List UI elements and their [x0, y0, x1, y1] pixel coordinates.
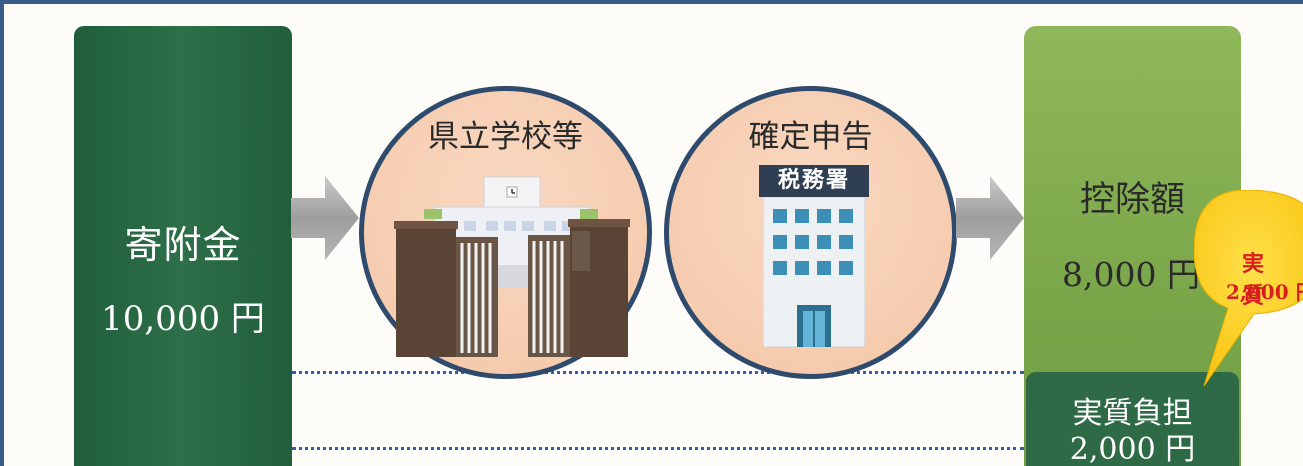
tax-filing-label: 確定申告 [748, 119, 873, 155]
school-label: 県立学校等 [428, 119, 583, 155]
donation-amount: 10,000 円 [101, 299, 265, 339]
tax-filing-circle: 確定申告 税務署 [664, 86, 957, 379]
callout-bubble [1194, 190, 1303, 387]
donation-bar: 寄附金 10,000 円 [74, 26, 292, 466]
dotted-line-lower [292, 447, 1024, 450]
net-burden-box: 実質負担 2,000 円 [1026, 372, 1239, 466]
net-burden-title: 実質負担 [1072, 396, 1193, 431]
office-building-icon [763, 197, 865, 347]
dotted-line-upper [292, 371, 1024, 374]
school-building-icon [394, 176, 630, 357]
tax-office-sign: 税務署 [759, 165, 869, 197]
callout-line2: 2,000 円 [1226, 280, 1303, 304]
donation-title: 寄附金 [124, 223, 242, 267]
arrow-right-icon [291, 176, 359, 260]
arrow-right-icon [956, 176, 1024, 260]
net-burden-amount: 2,000 円 [1069, 432, 1196, 466]
callout-line1: 実 質 [1242, 251, 1291, 309]
deduction-amount: 8,000 円 [1062, 255, 1200, 294]
school-circle: 県立学校等 [359, 86, 652, 379]
tax-office-building: 税務署 [759, 165, 869, 347]
deduction-title: 控除額 [1079, 180, 1185, 220]
